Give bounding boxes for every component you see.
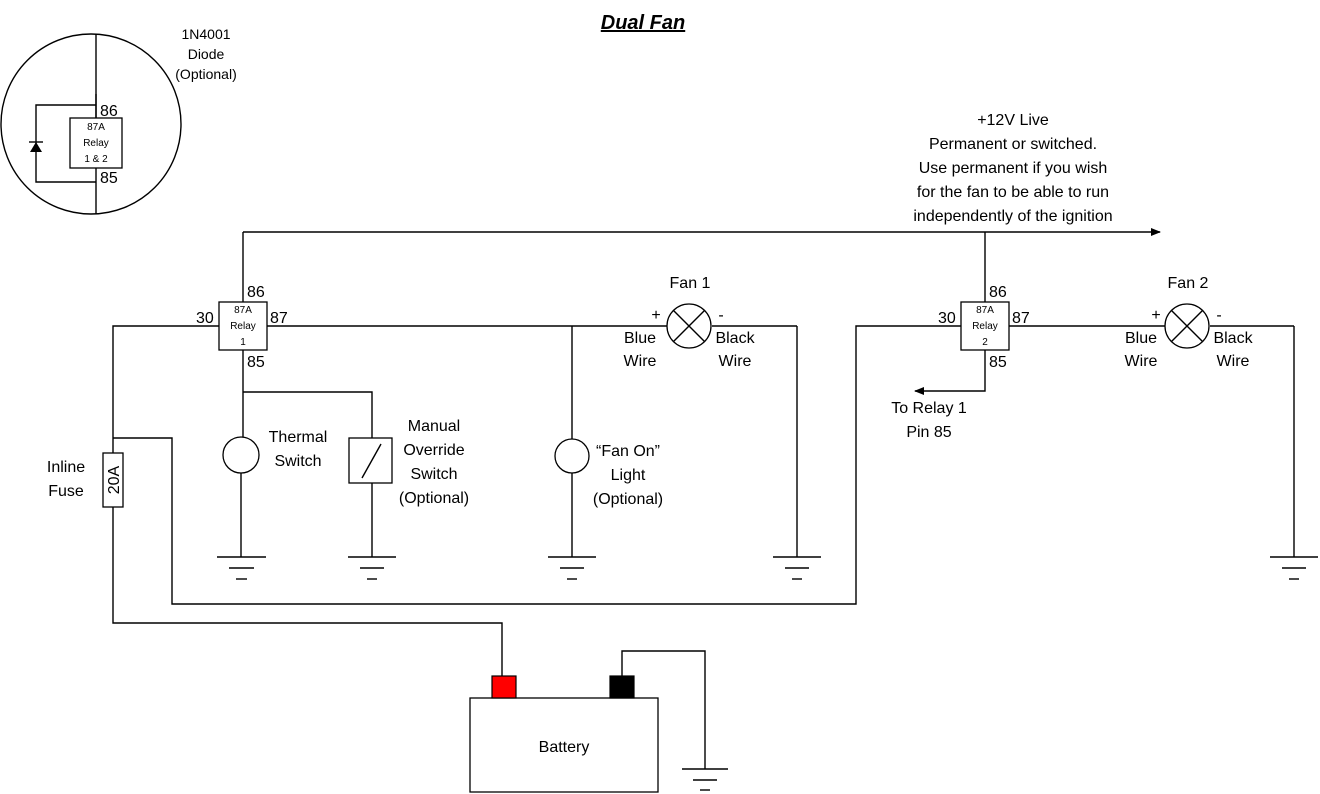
battery-negative-terminal — [609, 675, 635, 699]
battery-positive-terminal — [491, 675, 517, 699]
fan1-minus: - — [718, 307, 723, 324]
relay1-pin-30: 30 — [196, 310, 214, 327]
ground-icon — [773, 556, 821, 580]
fan2-blue-wire-2: Wire — [1125, 353, 1158, 370]
to-relay1-label-1: To Relay 1 — [891, 400, 967, 417]
diagram-title: Dual Fan — [601, 12, 685, 34]
diode-icon — [30, 142, 42, 152]
battery — [469, 697, 659, 793]
relay2-30-wire — [113, 325, 961, 605]
to-relay1-label-2: Pin 85 — [906, 424, 951, 441]
live-note-3: Use permanent if you wish — [919, 160, 1108, 177]
fan2-plus: + — [1151, 307, 1160, 324]
diode-label-1: 1N4001 — [181, 26, 230, 42]
inset-relay-box — [69, 117, 123, 169]
fan1-black-wire-2: Wire — [719, 353, 752, 370]
relay1-line-2: Relay — [230, 321, 256, 332]
relay2-pin-87: 87 — [1012, 310, 1030, 327]
inset-relay-line-2: Relay — [83, 138, 109, 149]
manual-override-label-3: Switch — [410, 466, 457, 483]
manual-override-label-1: Manual — [408, 418, 460, 435]
relay1-pin-86: 86 — [247, 284, 265, 301]
relay1-30-wire — [112, 325, 219, 453]
live-note-4: for the fan to be able to run — [917, 184, 1109, 201]
fan-on-light-label-1: “Fan On” — [596, 443, 660, 460]
fan1-plus: + — [651, 307, 660, 324]
fan2-label: Fan 2 — [1168, 275, 1209, 292]
relay-1 — [218, 301, 268, 351]
manual-override-label-2: Override — [403, 442, 464, 459]
battery-positive-wire — [112, 507, 503, 676]
relay2-line-3: 2 — [982, 337, 988, 348]
fan2-blue-wire-1: Blue — [1125, 330, 1157, 347]
relay1-pin-85: 85 — [247, 354, 265, 371]
thermal-switch — [222, 436, 260, 474]
diode-label-3: (Optional) — [175, 66, 236, 82]
relay2-pin-85: 85 — [989, 354, 1007, 371]
relay2-line-2: Relay — [972, 321, 998, 332]
inset-relay-line-3: 1 & 2 — [84, 154, 108, 165]
ground-icon — [348, 556, 396, 580]
fan2-black-wire-2: Wire — [1217, 353, 1250, 370]
fan-2 — [1164, 303, 1210, 349]
fan1-blue-wire-2: Wire — [624, 353, 657, 370]
fan1-black-wire-1: Black — [715, 330, 755, 347]
fan-on-light-label-2: Light — [611, 467, 646, 484]
relay2-pin-86: 86 — [989, 284, 1007, 301]
fan1-blue-wire-1: Blue — [624, 330, 656, 347]
inset-circle — [0, 33, 182, 215]
fan2-minus: - — [1216, 307, 1221, 324]
fuse-label-2: Fuse — [48, 483, 84, 500]
fan-on-light-label-3: (Optional) — [593, 491, 663, 508]
manual-override-switch — [348, 437, 393, 484]
live-note-2: Permanent or switched. — [929, 136, 1097, 153]
battery-label: Battery — [539, 739, 590, 756]
battery-negative-wire — [621, 650, 706, 769]
inset-pin-85: 85 — [100, 170, 118, 187]
ground-icon — [682, 768, 728, 791]
manual-override-label-4: (Optional) — [399, 490, 469, 507]
fan1-label: Fan 1 — [670, 275, 711, 292]
relay2-line-1: 87A — [976, 305, 994, 316]
thermal-switch-label-2: Switch — [274, 453, 321, 470]
fan-on-light — [554, 438, 590, 474]
fuse-rating: 20A — [106, 465, 123, 494]
thermal-switch-label-1: Thermal — [269, 429, 328, 446]
fan2-black-wire-1: Black — [1213, 330, 1253, 347]
relay1-line-1: 87A — [234, 305, 252, 316]
override-wire — [243, 391, 373, 438]
inset-pin-86: 86 — [100, 103, 118, 120]
relay-2 — [960, 301, 1010, 351]
relay-diode-inset: 87A Relay 1 & 2 86 85 — [0, 33, 182, 215]
relay1-line-3: 1 — [240, 337, 246, 348]
fan-1 — [666, 303, 712, 349]
live-note-1: +12V Live — [977, 112, 1049, 129]
ground-icon — [1270, 556, 1318, 580]
inset-relay-line-1: 87A — [87, 122, 105, 133]
relay1-pin-87: 87 — [270, 310, 288, 327]
live-note-5: independently of the ignition — [913, 208, 1112, 225]
diode-label-2: Diode — [188, 46, 225, 62]
fuse-label-1: Inline — [47, 459, 85, 476]
ground-icon — [548, 556, 596, 580]
ground-icon — [217, 556, 266, 580]
relay2-85-wire — [914, 350, 986, 395]
relay2-pin-30: 30 — [938, 310, 956, 327]
